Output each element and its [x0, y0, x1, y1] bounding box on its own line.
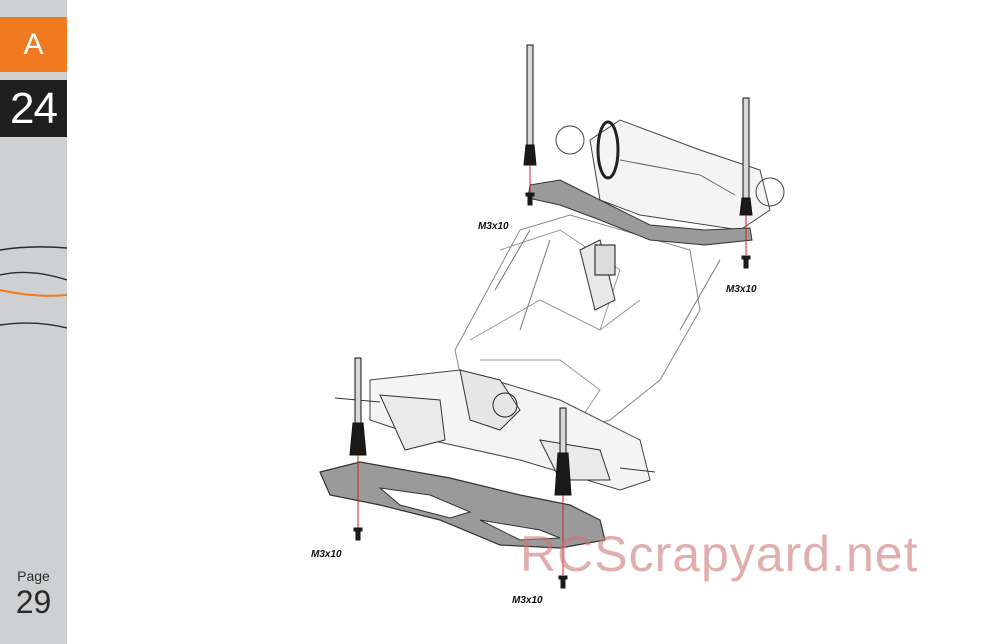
front-left-screw-label: M3x10: [311, 549, 342, 560]
step-number: 24: [0, 80, 67, 137]
watermark: RCScrapyard.net: [520, 526, 919, 582]
page-number: 29: [15, 584, 52, 620]
sidebar: A 24 Page 29: [0, 0, 67, 644]
assembly-diagram: [319, 44, 785, 589]
rear-right-screw-label: M3x10: [726, 284, 757, 295]
rear-left-screw-label: M3x10: [478, 221, 509, 232]
section-tab: A: [0, 17, 67, 72]
page-label: Page: [17, 568, 50, 584]
swoosh-decoration: [0, 246, 67, 329]
front-right-screw-label: M3x10: [512, 595, 543, 606]
